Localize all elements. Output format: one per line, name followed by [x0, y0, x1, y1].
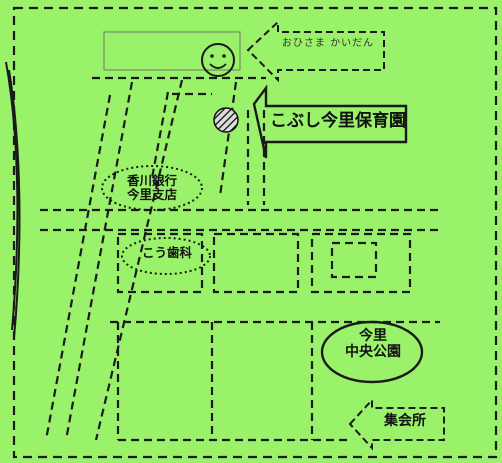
bank-outline [101, 165, 203, 211]
top-building-outline [103, 31, 241, 71]
park-label-line-2: 中央公園 [345, 344, 401, 361]
left-arrow-sign-icon [246, 19, 385, 83]
block-2 [212, 232, 300, 294]
road-diagonal-1 [44, 94, 112, 441]
bank-label-line-1: 香川銀行 [126, 173, 177, 188]
hatched-circle-marker-icon [213, 107, 239, 133]
outer-frame [12, 6, 498, 459]
roads [40, 76, 440, 442]
park-label: 今里 中央公園 [330, 328, 416, 360]
road-diagonal-2 [64, 81, 134, 441]
top-sign-label: おひさま かいだん [281, 38, 375, 49]
nursery-arrow-sign [252, 84, 408, 159]
road-diagonal-5 [218, 81, 238, 197]
left-edge-curve [5, 61, 21, 339]
smiley-face-icon [201, 43, 235, 77]
nursery-label: こぶし今里保育園 [270, 111, 406, 131]
park-outline [320, 320, 424, 384]
hall-arrow-sign [348, 397, 445, 451]
block-3-inner [330, 241, 378, 279]
dental-label: こう歯科 [141, 245, 192, 260]
bank-label-line-2: 今里支店 [126, 187, 177, 203]
hall-label: 集会所 [384, 413, 426, 429]
road-diagonal-4 [150, 91, 170, 179]
road-diagonal-3 [94, 79, 184, 441]
park-label-line-1: 今里 [359, 328, 387, 344]
block-1 [116, 232, 204, 294]
dental-outline [121, 237, 211, 275]
bank-label: 香川銀行 今里支店 [104, 173, 200, 203]
